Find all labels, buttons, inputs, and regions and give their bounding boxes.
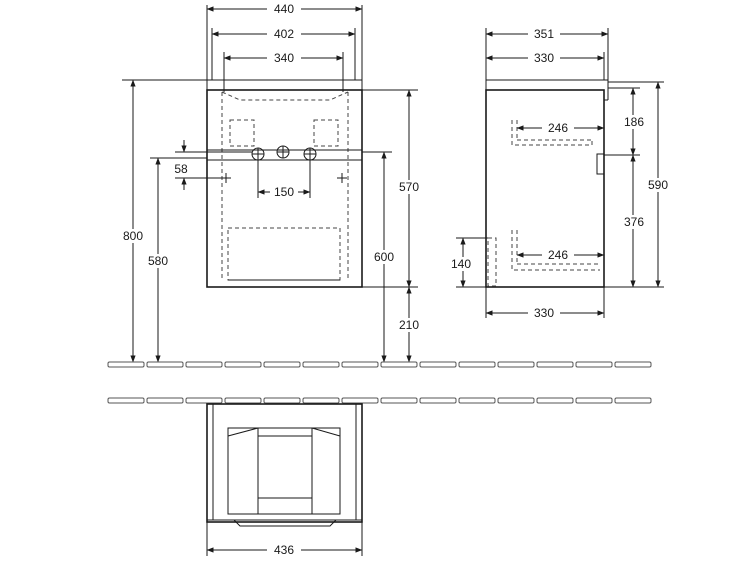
floor-line: [107, 361, 652, 368]
floor-tile: [224, 361, 262, 368]
floor-tile: [341, 397, 379, 404]
side-cabinet-outline: [485, 89, 605, 288]
floor-tile: [419, 361, 457, 368]
dim-waste-height: 580: [148, 254, 168, 268]
floor-tile: [575, 397, 613, 404]
dim-floor-clearance: 210: [399, 318, 419, 332]
front-cabinet-outline: [206, 89, 363, 288]
floor-tile: [497, 397, 535, 404]
floor-tile: [575, 361, 613, 368]
floor-tile: [107, 397, 145, 404]
dim-side-depth-bottom: 330: [534, 306, 554, 320]
side-view: 351 330 246 246 186 376 590: [449, 27, 674, 320]
floor-tile: [224, 397, 262, 404]
dim-side-depth-body: 330: [534, 51, 554, 65]
tap-connections: [251, 145, 317, 161]
floor-tile: [302, 361, 340, 368]
floor-tile: [302, 397, 340, 404]
dim-lower-height: 376: [624, 215, 644, 229]
dim-top-height: 600: [374, 250, 394, 264]
floor-tile: [380, 397, 418, 404]
dim-front-width-outer: 440: [274, 2, 294, 16]
floor-tile: [458, 397, 496, 404]
wall-line: [107, 397, 652, 404]
floor-tile: [536, 397, 574, 404]
floor-tile: [185, 397, 223, 404]
dim-total-height: 800: [123, 229, 143, 243]
floor-tile: [458, 361, 496, 368]
floor-tile: [146, 361, 184, 368]
floor-tile: [614, 361, 652, 368]
front-view: 440 402 340 150 58 800 580: [118, 2, 424, 363]
dim-front-basin-width: 340: [274, 51, 294, 65]
basin-bowl: [221, 91, 349, 101]
dim-drawer-depth-lower: 246: [548, 248, 568, 262]
floor-tile: [380, 361, 418, 368]
floor-tile: [341, 361, 379, 368]
front-drawer: [227, 227, 341, 281]
floor-tile: [614, 397, 652, 404]
dim-tap-offset: 58: [174, 162, 188, 176]
floor-tile: [146, 397, 184, 404]
floor-tile: [497, 361, 535, 368]
floor-tile: [107, 361, 145, 368]
dim-cabinet-height: 570: [399, 180, 419, 194]
dim-side-depth-top: 351: [534, 27, 554, 41]
floor-tile: [263, 397, 301, 404]
floor-tile: [185, 361, 223, 368]
floor-tile: [263, 361, 301, 368]
dim-drawer-depth-upper: 246: [548, 121, 568, 135]
dim-plinth-height: 140: [451, 257, 471, 271]
dim-upper-gap: 186: [624, 115, 644, 129]
dim-plan-width: 436: [274, 543, 294, 557]
dim-tap-spacing: 150: [274, 185, 294, 199]
floor-tile: [536, 361, 574, 368]
plan-cabinet-outline: [206, 403, 363, 523]
plan-view: 436: [206, 403, 363, 557]
floor-tile: [419, 397, 457, 404]
dim-side-total-height: 590: [648, 178, 668, 192]
dim-front-width-inner: 402: [274, 27, 294, 41]
